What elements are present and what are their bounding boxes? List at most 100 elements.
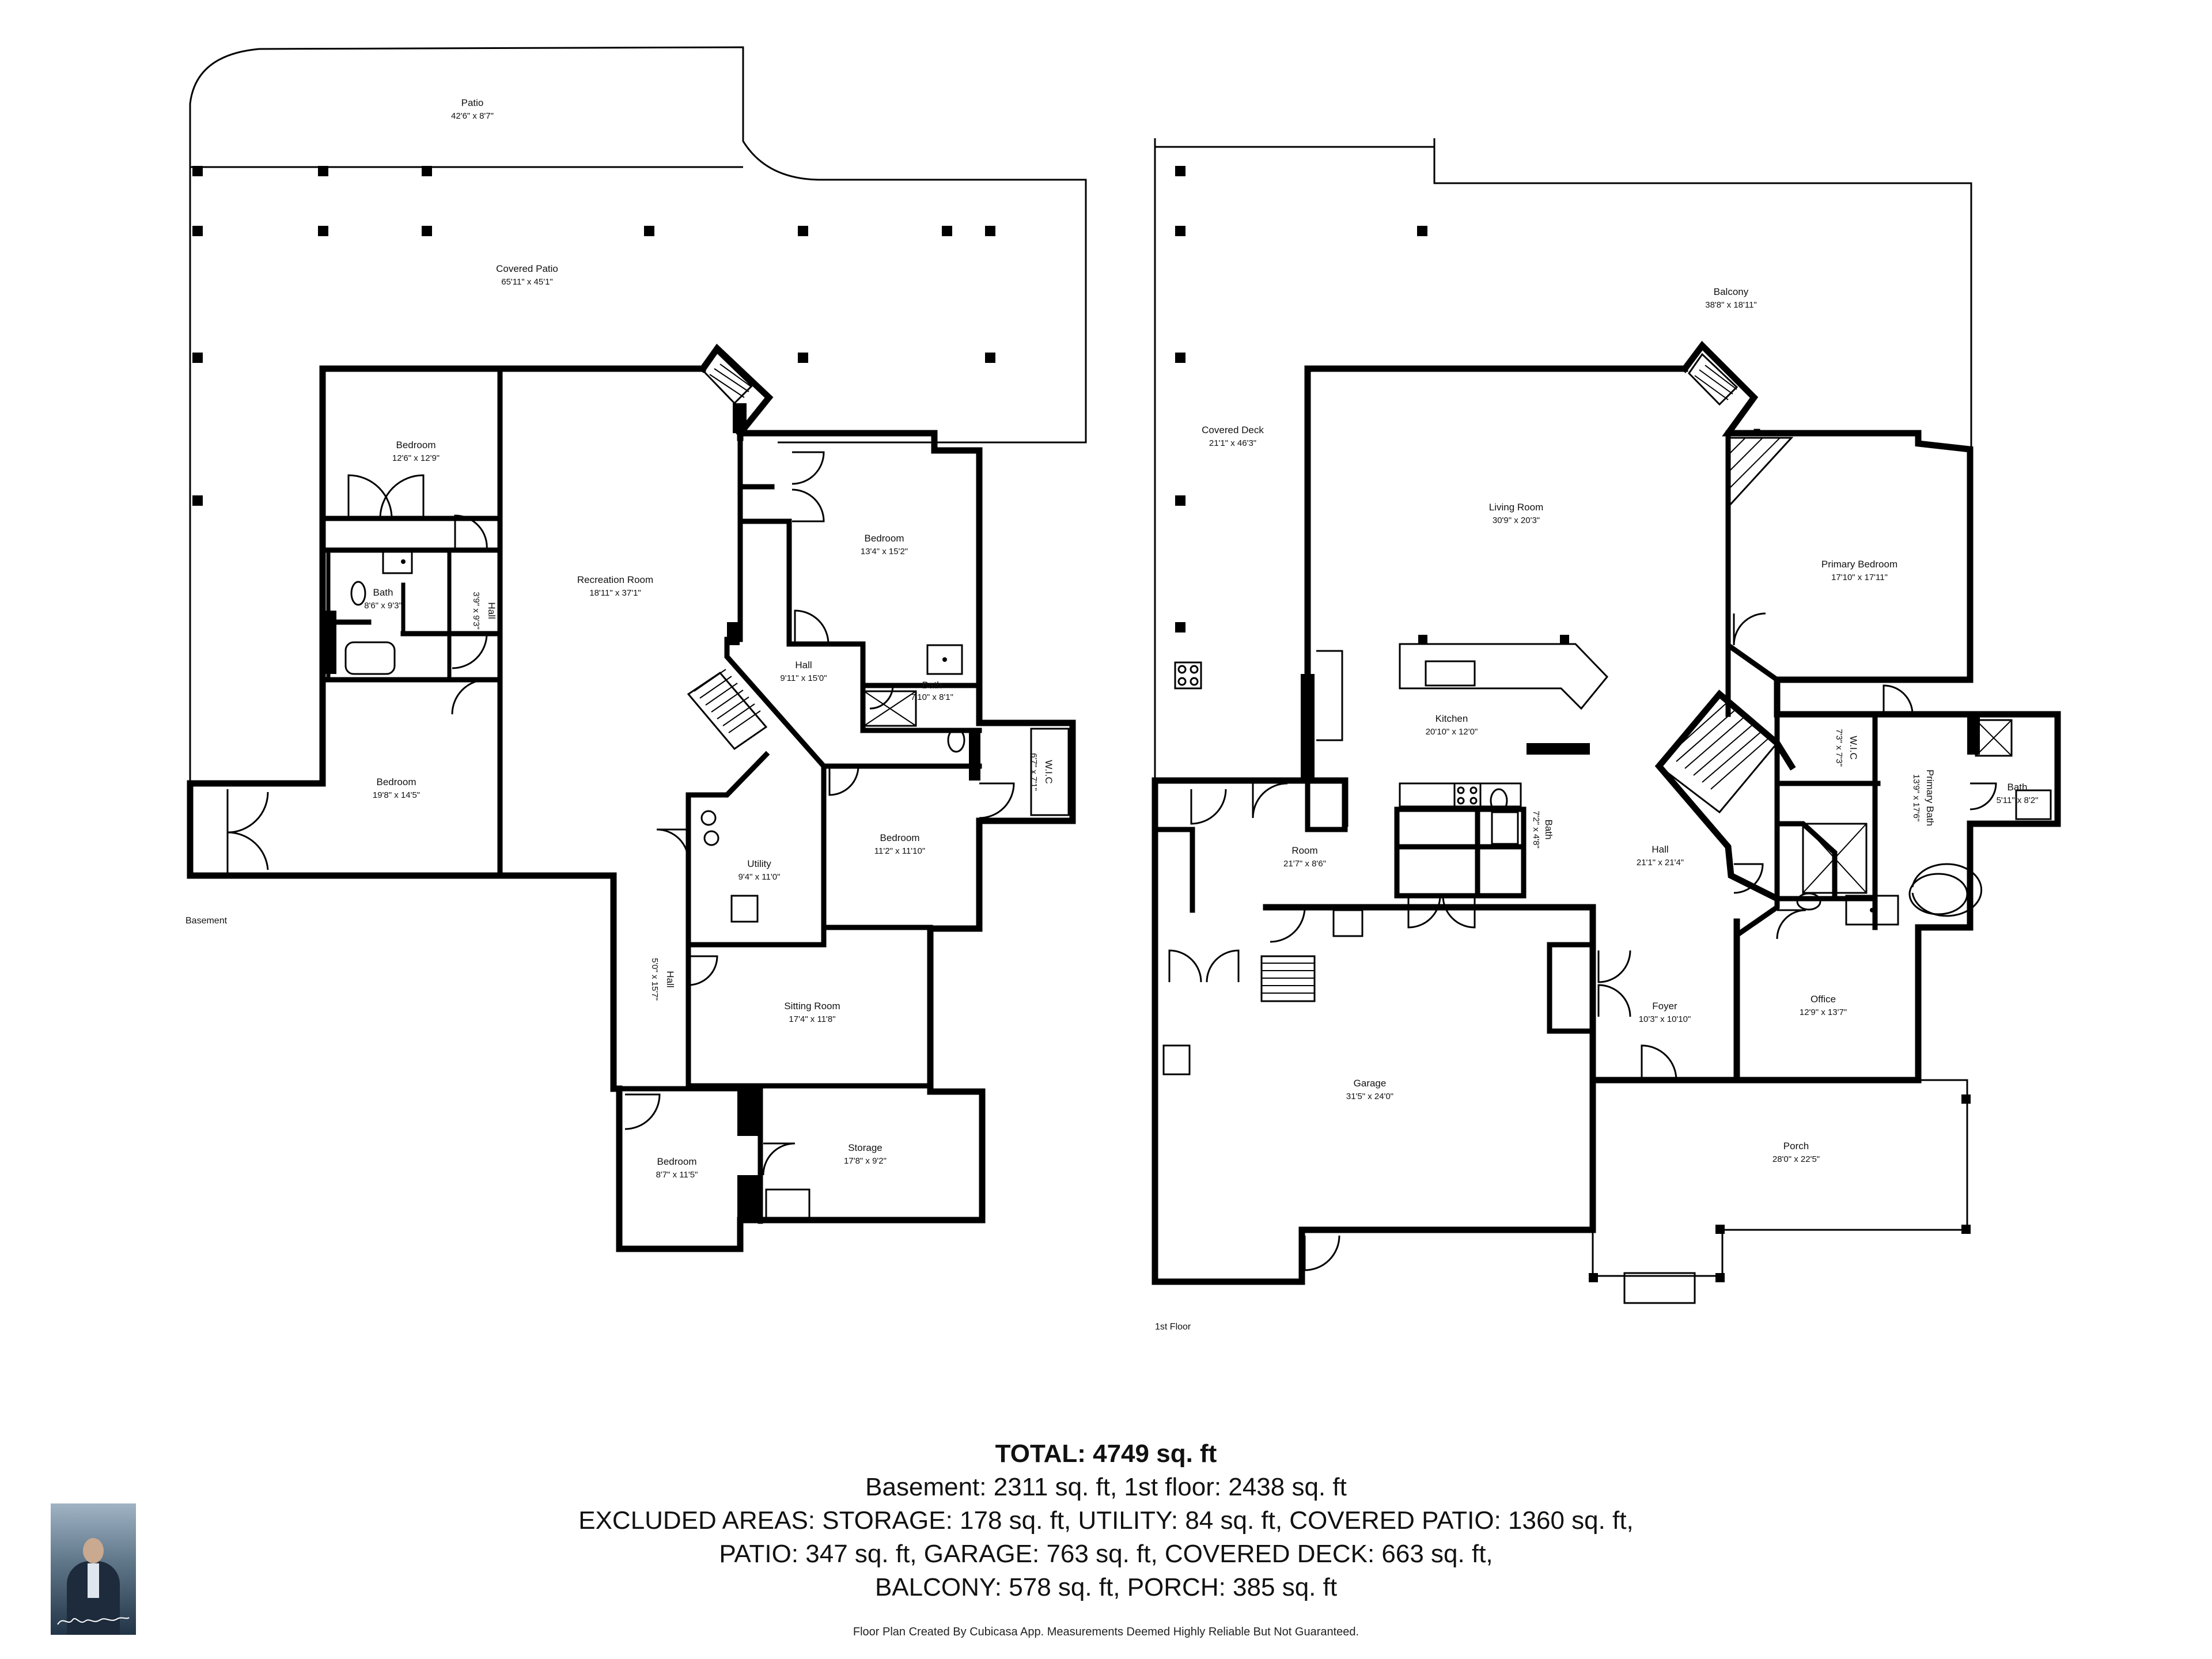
basement-plan: Patio 42'6" x 8'7" Covered Patio 65'11" …	[185, 46, 1087, 1252]
first-floor-plan: Covered Deck 21'1" x 46'3" Balcony 38'8"…	[1152, 138, 2061, 1332]
room-name-first-room: Room	[1291, 845, 1317, 856]
room-name-garage: Garage	[1354, 1078, 1387, 1089]
room-dim-storage: 17'8" x 9'2"	[844, 1156, 887, 1166]
excluded-areas-line-1: EXCLUDED AREAS: STORAGE: 178 sq. ft, UTI…	[578, 1506, 1634, 1535]
room-dim-foyer: 10'3" x 10'10"	[1639, 1014, 1691, 1024]
room-dim-recreation-room: 18'11" x 37'1"	[589, 588, 641, 598]
room-dim-garage: 31'5" x 24'0"	[1346, 1092, 1393, 1101]
room-name-utility: Utility	[747, 858, 771, 869]
first-bath-fixtures	[1162, 719, 2052, 1075]
wall-block	[323, 611, 336, 674]
room-dim-bsmt-wic: 6'7" x 7'1"	[1029, 753, 1039, 791]
room-name-office: Office	[1810, 994, 1836, 1005]
room-dim-first-room: 21'7" x 8'6"	[1283, 859, 1326, 869]
basement-exterior-wall	[187, 365, 1076, 1252]
room-name-bsmt-bath-2: Bath	[922, 680, 942, 691]
room-dim-balcony: 38'8" x 18'11"	[1705, 300, 1757, 310]
room-dim-primary-bedroom: 17'10" x 17'11"	[1831, 573, 1888, 582]
room-name-bsmt-hall-mid: Hall	[795, 660, 812, 671]
room-name-covered-patio: Covered Patio	[496, 263, 558, 274]
room-name-bsmt-wic: W.I.C	[1043, 760, 1054, 784]
deck-rail	[1154, 138, 1435, 147]
room-name-storage: Storage	[848, 1142, 882, 1153]
room-dim-kitchen: 20'10" x 12'0"	[1426, 727, 1478, 737]
room-name-covered-deck: Covered Deck	[1202, 425, 1264, 435]
total-area: TOTAL: 4749 sq. ft	[995, 1440, 1217, 1468]
kitchen-sink	[1425, 660, 1476, 687]
room-name-bsmt-bedroom-1: Bedroom	[396, 440, 436, 450]
room-dim-bsmt-hall-mid: 9'11" x 15'0"	[780, 673, 827, 683]
basement-fixtures	[344, 549, 1070, 1219]
excluded-areas-line-2: PATIO: 347 sq. ft, GARAGE: 763 sq. ft, C…	[719, 1540, 1493, 1568]
wall-block	[1527, 743, 1590, 755]
room-name-first-bath: Bath	[2008, 782, 2028, 793]
porch-steps	[1623, 1272, 1696, 1304]
room-name-primary-bath: Primary Bath	[1925, 770, 1936, 826]
agent-portrait-icon	[51, 1503, 136, 1635]
room-name-bsmt-bedroom-2: Bedroom	[865, 533, 904, 544]
room-dim-bsmt-hall-long: 5'0" x 15'7"	[650, 958, 660, 1001]
wall-block	[737, 1175, 760, 1220]
basement-interior-walls	[320, 366, 982, 1224]
room-name-bsmt-bedroom-4: Bedroom	[880, 832, 920, 843]
wall-block	[737, 1089, 760, 1136]
room-dim-office: 12'9" x 13'7"	[1800, 1007, 1847, 1017]
room-name-porch: Porch	[1783, 1141, 1809, 1152]
room-name-living-room: Living Room	[1489, 502, 1544, 513]
room-dim-covered-patio: 65'11" x 45'1"	[501, 277, 553, 287]
room-dim-sitting-room: 17'4" x 11'8"	[789, 1014, 835, 1024]
room-name-first-hall: Hall	[1652, 844, 1668, 855]
room-name-first-bath-small: Bath	[1543, 820, 1554, 840]
room-dim-bsmt-bath-1: 8'6" x 9'3"	[364, 601, 402, 611]
first-hall-diagonal-walls	[1654, 690, 1796, 903]
room-dim-patio: 42'6" x 8'7"	[451, 111, 494, 121]
room-dim-porch: 28'0" x 22'5"	[1772, 1154, 1820, 1164]
covered-patio-outline	[189, 166, 743, 783]
signature-icon	[57, 1617, 130, 1625]
cooktop-icon	[1174, 661, 1482, 808]
room-dim-utility: 9'4" x 11'0"	[738, 872, 781, 882]
room-name-bsmt-hall-small: Hall	[486, 602, 497, 619]
first-door-swings	[1168, 612, 1997, 1271]
basement-door-swings	[226, 451, 1015, 1176]
room-dim-bsmt-bedroom-2: 13'4" x 15'2"	[861, 547, 908, 556]
room-name-bsmt-bath-1: Bath	[373, 587, 393, 598]
excluded-areas-line-3: BALCONY: 578 sq. ft, PORCH: 385 sq. ft	[874, 1573, 1338, 1601]
agent-shirt	[88, 1563, 99, 1598]
room-name-primary-wic: W.I.C	[1848, 736, 1859, 760]
room-dim-bsmt-bedroom-1: 12'6" x 12'9"	[392, 453, 440, 463]
room-name-balcony: Balcony	[1714, 286, 1749, 297]
basement-stairs-icon	[687, 669, 768, 751]
room-name-recreation-room: Recreation Room	[577, 574, 653, 585]
first-fireplace-wall	[1680, 340, 1760, 437]
disclaimer: Floor Plan Created By Cubicasa App. Meas…	[853, 1626, 1359, 1638]
first-stairs-icon	[1260, 692, 1779, 1002]
basement-fireplace-wall	[698, 343, 774, 438]
room-dim-living-room: 30'9" x 20'3"	[1493, 516, 1540, 525]
floor-areas: Basement: 2311 sq. ft, 1st floor: 2438 s…	[865, 1473, 1347, 1501]
room-dim-covered-deck: 21'1" x 46'3"	[1209, 438, 1256, 448]
room-dim-bsmt-bedroom-3: 19'8" x 14'5"	[373, 790, 420, 800]
room-dim-bsmt-bedroom-4: 11'2" x 11'10"	[874, 846, 925, 856]
room-name-sitting-room: Sitting Room	[784, 1001, 840, 1012]
patio-columns	[192, 166, 995, 506]
room-name-bsmt-bedroom-3: Bedroom	[377, 777, 416, 787]
room-dim-first-bath-small: 7'2" x 4'8"	[1531, 810, 1541, 849]
room-dim-first-hall: 21'1" x 21'4"	[1637, 858, 1684, 868]
wall-block	[969, 729, 980, 781]
porch-columns	[1589, 1094, 1971, 1282]
room-dim-bsmt-hall-small: 3'9" x 9'3"	[471, 592, 481, 630]
first-floor-interior-walls	[1152, 430, 1881, 1034]
wall-block	[1301, 674, 1315, 781]
room-name-kitchen: Kitchen	[1435, 713, 1468, 724]
area-summary: TOTAL: 4749 sq. ft Basement: 2311 sq. ft…	[0, 1437, 2212, 1604]
room-dim-bsmt-bedroom-5: 8'7" x 11'5"	[656, 1170, 698, 1180]
room-name-primary-bedroom: Primary Bedroom	[1821, 559, 1897, 570]
patio-outline	[189, 46, 1087, 444]
room-name-foyer: Foyer	[1652, 1001, 1677, 1012]
fireplace-icon	[703, 351, 753, 433]
floor-label-basement: Basement	[185, 916, 228, 926]
room-dim-first-bath: 5'11" x 8'2"	[1997, 796, 2039, 805]
floor-label-first: 1st Floor	[1155, 1322, 1191, 1332]
